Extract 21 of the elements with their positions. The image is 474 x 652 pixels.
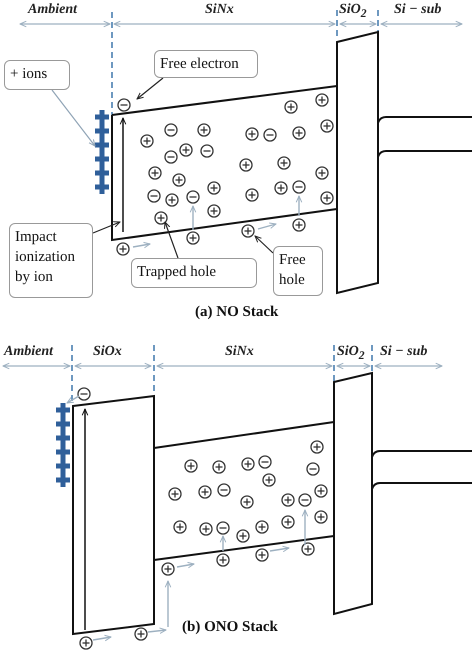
leader-line: [254, 236, 274, 254]
figure-caption: (b) ONO Stack: [182, 619, 278, 636]
layer-label: SiO$_{2}$: [337, 344, 365, 362]
callout-box: Free hole: [273, 246, 323, 296]
leader-line: [52, 90, 96, 146]
leader-line: [136, 78, 164, 100]
layer-label: Si − sub: [394, 2, 442, 18]
callout-box: Impact ionization by ion: [9, 223, 93, 298]
layer-label: SiNx: [225, 344, 254, 360]
layer-label: SiOx: [93, 344, 122, 360]
layer-label: Ambient: [4, 344, 54, 360]
figure-caption: (a) NO Stack: [195, 304, 278, 321]
callout-box: + ions: [4, 60, 70, 90]
layer-label: Si − sub: [380, 344, 428, 360]
layer-label: Ambient: [28, 2, 78, 18]
leader-line: [164, 222, 179, 258]
layer-label: SiNx: [205, 2, 234, 18]
callout-box: Trapped hole: [131, 258, 257, 288]
callout-box: Free electron: [154, 50, 258, 78]
leader-line: [92, 221, 120, 234]
layer-label: SiO$_{2}$: [339, 2, 367, 20]
